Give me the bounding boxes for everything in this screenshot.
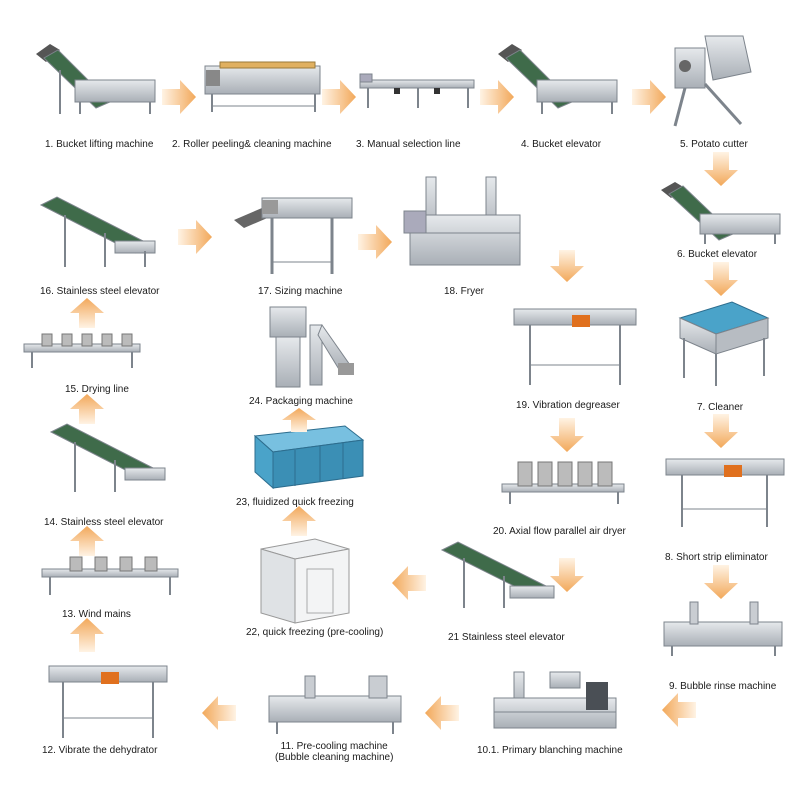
step-label-11: 11. Pre-cooling machine (Bubble cleaning… xyxy=(275,741,393,763)
vibration-degreaser-image xyxy=(510,305,640,390)
step-label-13: 13. Wind mains xyxy=(62,609,131,620)
step-label-17: 17. Sizing machine xyxy=(258,286,343,297)
step-label-4: 4. Bucket elevator xyxy=(521,139,602,150)
step-label-15: 15. Drying line xyxy=(65,384,129,395)
arrow-up-15-16 xyxy=(70,298,104,328)
primary-blanching-machine-image xyxy=(490,668,620,736)
step-label-3: 3. Manual selection line xyxy=(356,139,461,150)
bucket-elevator-image-1 xyxy=(492,40,622,115)
arrow-down-6-7 xyxy=(704,262,738,296)
step-label-24: 24. Packaging machine xyxy=(249,396,353,407)
step-label-12: 12. Vibrate the dehydrator xyxy=(42,745,158,756)
step-label-8: 8. Short strip eliminator xyxy=(665,552,768,563)
step-label-16: 16. Stainless steel elevator xyxy=(40,286,160,297)
axial-flow-air-dryer-image xyxy=(498,458,628,506)
sizing-machine-image xyxy=(232,192,357,277)
vibrate-dehydrator-image xyxy=(45,662,170,740)
short-strip-eliminator-image xyxy=(662,455,787,530)
step-label-1: 1. Bucket lifting machine xyxy=(45,139,154,150)
pre-cooling-machine-image xyxy=(265,672,405,736)
cleaner-image xyxy=(672,298,772,388)
arrow-down-19-20 xyxy=(550,418,584,452)
bucket-elevator-image-6 xyxy=(655,178,785,246)
arrow-left-10-11 xyxy=(425,696,459,730)
arrow-right-16-17 xyxy=(178,220,212,254)
packaging-machine-image xyxy=(240,305,360,390)
step-label-2: 2. Roller peeling& cleaning machine xyxy=(172,139,332,150)
stainless-steel-elevator-image-14 xyxy=(45,422,170,494)
step-label-21: 21 Stainless steel elevator xyxy=(448,632,565,643)
step-label-22: 22, quick freezing (pre-cooling) xyxy=(246,627,384,638)
arrow-up-14-15 xyxy=(70,394,104,424)
step-label-10: 10.1. Primary blanching machine xyxy=(477,745,623,756)
arrow-left-9-10 xyxy=(662,693,696,727)
arrow-up-12-13 xyxy=(70,618,104,652)
arrow-left-21-22 xyxy=(392,566,426,600)
step-label-6: 6. Bucket elevator xyxy=(677,249,758,260)
arrow-up-23-24 xyxy=(282,408,316,432)
arrow-up-22-23 xyxy=(282,506,316,536)
step-label-19: 19. Vibration degreaser xyxy=(516,400,620,411)
drying-line-image-15 xyxy=(22,330,142,370)
wind-mains-image xyxy=(40,555,180,597)
step-label-5: 5. Potato cutter xyxy=(680,139,748,150)
arrow-left-11-12 xyxy=(202,696,236,730)
arrow-down-5-6 xyxy=(704,152,738,186)
step-label-11-line1: 11. Pre-cooling machine xyxy=(280,741,388,752)
step-label-20: 20. Axial flow parallel air dryer xyxy=(493,526,626,537)
step-label-7: 7. Cleaner xyxy=(697,402,744,413)
potato-cutter-image xyxy=(665,28,755,128)
step-label-23: 23, fluidized quick freezing xyxy=(236,497,354,508)
step-label-14: 14. Stainless steel elevator xyxy=(44,517,164,528)
arrow-right-17-18 xyxy=(358,225,392,259)
step-label-9: 9. Bubble rinse machine xyxy=(669,681,777,692)
arrow-right-2-3 xyxy=(322,80,356,114)
arrow-up-13-14 xyxy=(70,526,104,556)
arrow-right-3-4 xyxy=(480,80,514,114)
arrow-right-4-5 xyxy=(632,80,666,114)
fryer-image xyxy=(400,175,530,270)
manual-selection-line-image xyxy=(358,72,478,112)
arrow-down-20-21 xyxy=(550,558,584,592)
arrow-right-1-2 xyxy=(162,80,196,114)
bucket-lifting-machine-image xyxy=(30,40,160,115)
bubble-rinse-machine-image xyxy=(660,600,785,658)
arrow-down-18-19 xyxy=(550,250,584,282)
arrow-down-7-8 xyxy=(704,414,738,448)
step-label-11-line2: (Bubble cleaning machine) xyxy=(275,752,394,763)
stainless-steel-elevator-image-21 xyxy=(438,540,558,610)
roller-peeling-machine-image xyxy=(200,60,325,115)
step-label-18: 18. Fryer xyxy=(444,286,485,297)
arrow-down-8-9 xyxy=(704,565,738,599)
stainless-steel-elevator-image-16 xyxy=(35,195,160,270)
fluidized-quick-freezing-image xyxy=(245,422,365,492)
quick-freezing-room-image xyxy=(255,535,355,625)
